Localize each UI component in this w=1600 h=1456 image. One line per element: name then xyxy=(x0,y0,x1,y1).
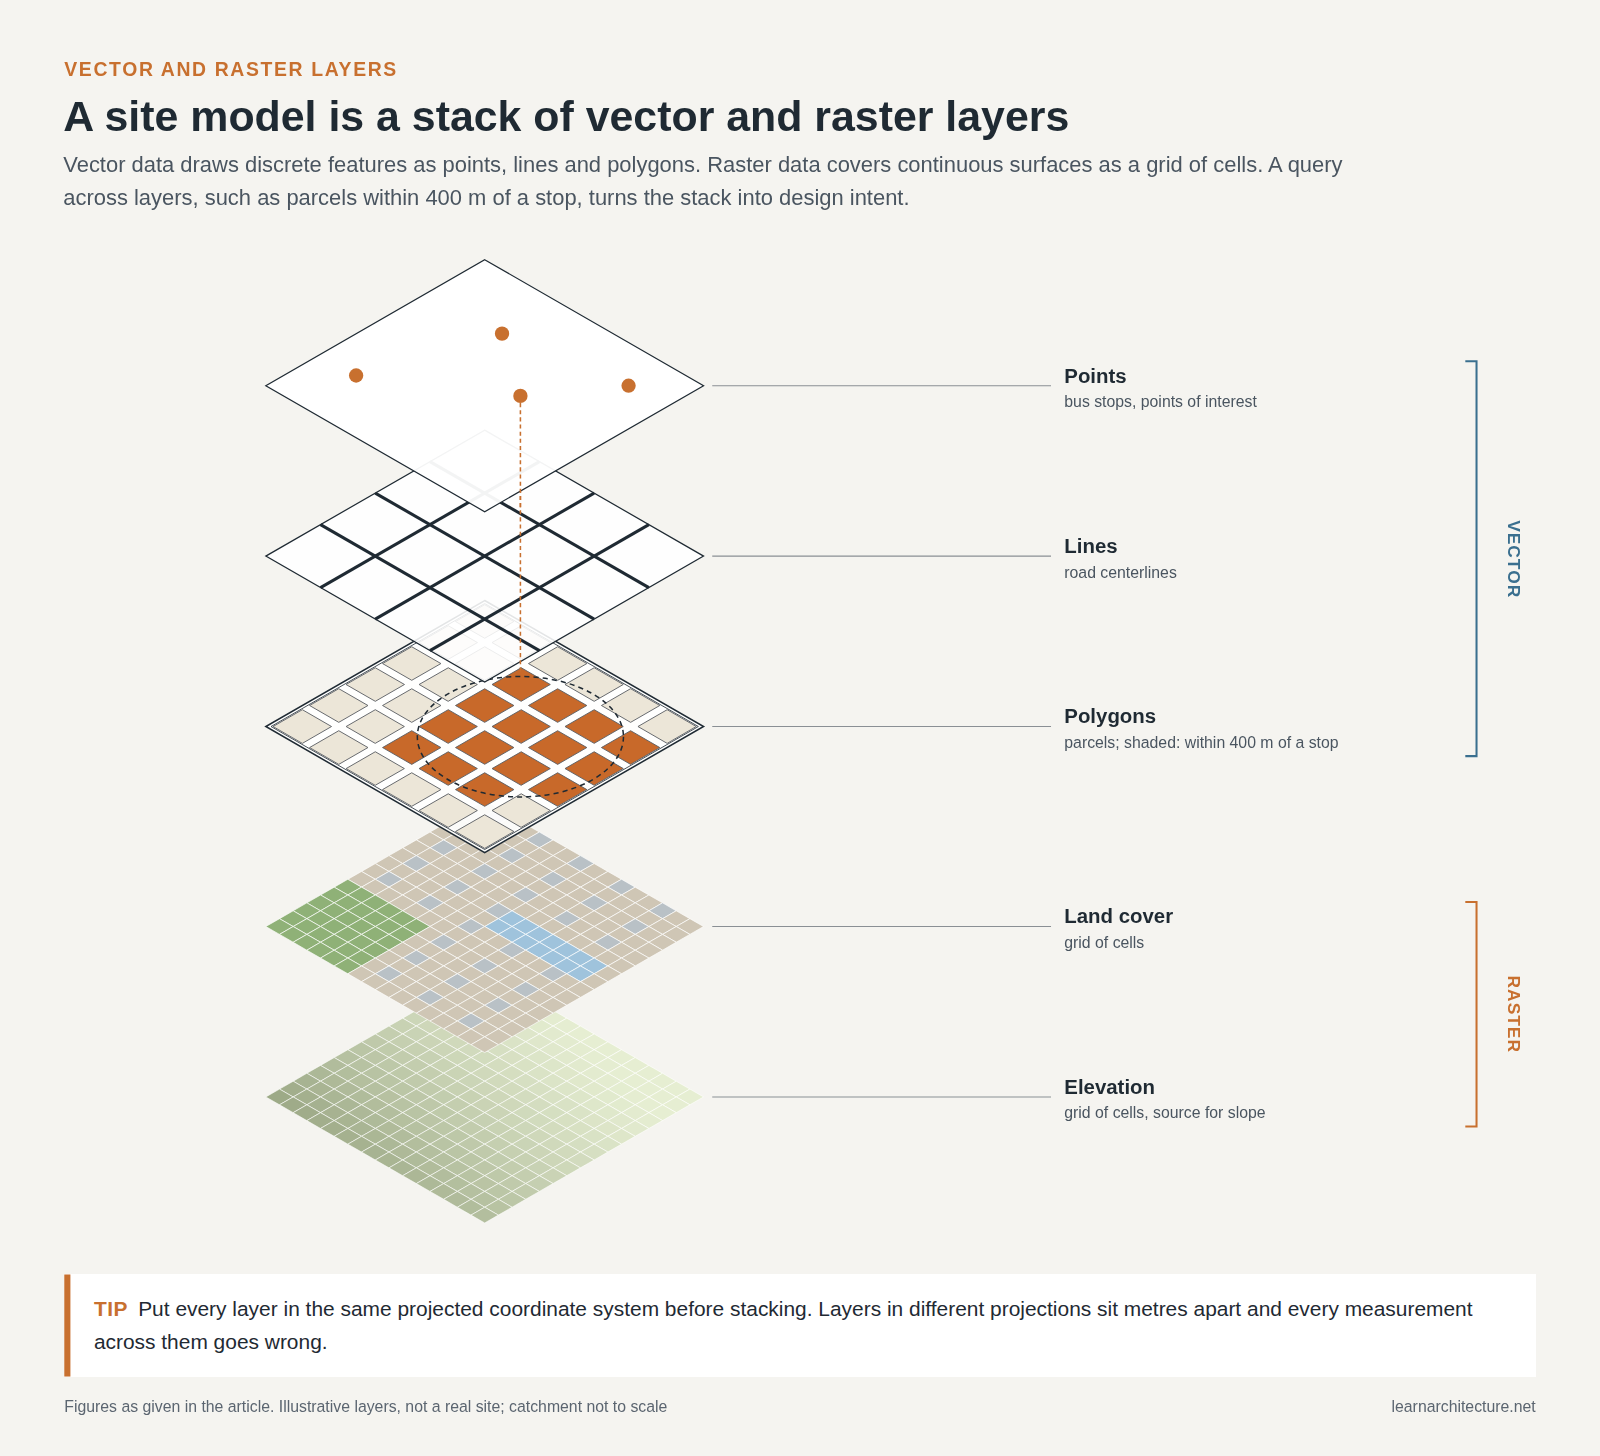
vector-bracket xyxy=(1465,361,1476,756)
tip-box: TIPPut every layer in the same projected… xyxy=(64,1274,1535,1376)
layer-name: Land cover xyxy=(1064,905,1173,928)
layer-name: Lines xyxy=(1064,535,1117,558)
layer-name: Polygons xyxy=(1064,705,1156,728)
layer-note: grid of cells, source for slope xyxy=(1064,1104,1265,1122)
raster-bracket xyxy=(1465,902,1476,1126)
group-label: RASTER xyxy=(1503,976,1523,1053)
layer-note: parcels; shaded: within 400 m of a stop xyxy=(1064,734,1338,752)
source: learnarchitecture.net xyxy=(1392,1398,1536,1416)
layer-name: Points xyxy=(1064,364,1126,387)
caption: Vector data draws discrete features as p… xyxy=(63,149,1359,214)
layer-note: road centerlines xyxy=(1064,563,1177,581)
tip-tag: TIP xyxy=(94,1297,128,1320)
title: A site model is a stack of vector and ra… xyxy=(63,92,1069,141)
point-layer xyxy=(266,260,704,674)
group-label: VECTOR xyxy=(1503,520,1523,598)
layer-note: bus stops, points of interest xyxy=(1064,393,1257,411)
footnote: Figures as given in the article. Illustr… xyxy=(64,1398,667,1416)
elevation-raster xyxy=(266,971,704,1223)
eyebrow: VECTOR AND RASTER LAYERS xyxy=(64,58,398,80)
layer-name: Elevation xyxy=(1064,1076,1155,1099)
layer-note: grid of cells xyxy=(1064,934,1144,952)
leader-lines xyxy=(712,386,1051,1097)
land-cover-raster xyxy=(266,801,704,1053)
tip-text: Put every layer in the same projected co… xyxy=(94,1297,1473,1353)
